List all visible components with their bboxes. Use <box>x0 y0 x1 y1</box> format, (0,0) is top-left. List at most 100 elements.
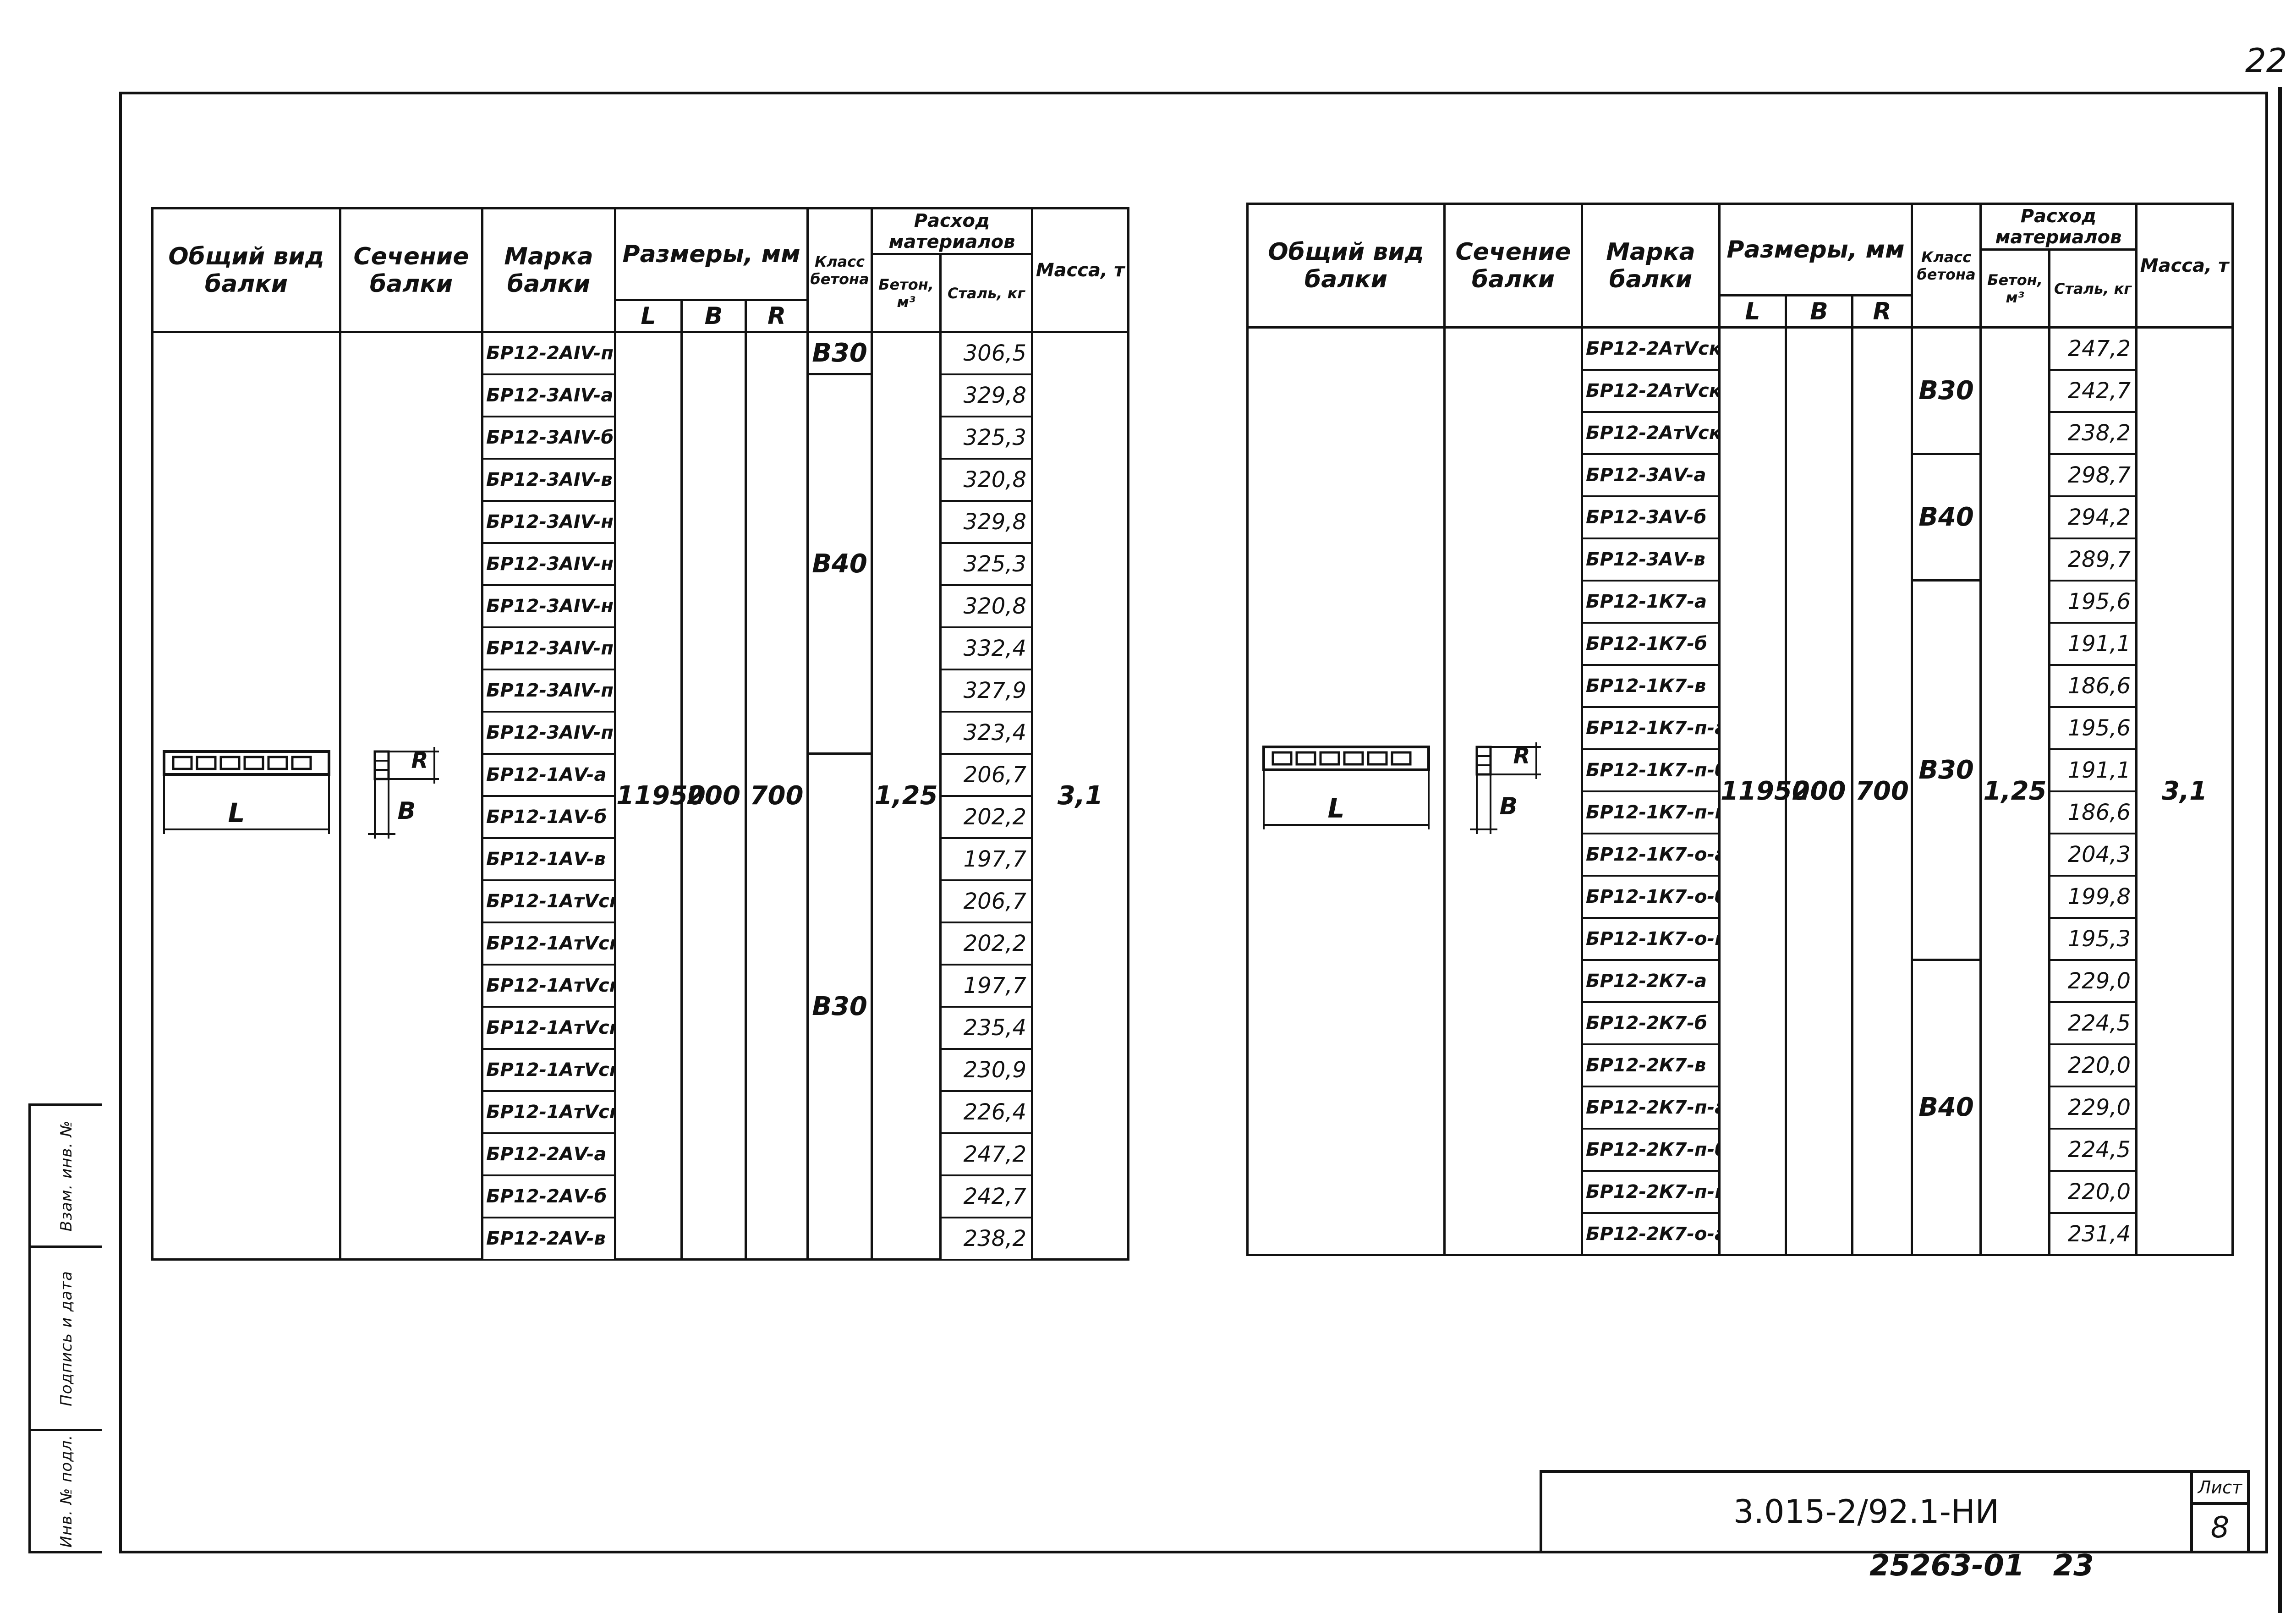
steel-cell: 231,4 <box>2048 1213 2138 1256</box>
mark-cell: БР12-3АV-а <box>1581 454 1721 497</box>
mark-cell: БР12-1АV-б <box>481 796 616 839</box>
concrete-class-cell: В40 <box>1911 453 1982 582</box>
steel-cell: 191,1 <box>2048 622 2138 666</box>
mark-cell: БР12-1К7-а <box>1581 580 1721 624</box>
table-row: БР12-3АIV-п-а332,4 <box>153 627 1129 670</box>
beam-general-view: L <box>159 742 334 850</box>
archive-page: 23 <box>2053 1549 2094 1583</box>
side-cell-signature: Подпись и дата <box>31 1248 102 1431</box>
archive-stamp: 25263-01 23 <box>1869 1549 2094 1583</box>
steel-cell: 289,7 <box>2048 538 2138 582</box>
height-value: 700 <box>1851 326 1913 1256</box>
mark-cell: БР12-3АIV-п-в <box>481 711 616 755</box>
length-value: 11950 <box>1718 326 1810 1256</box>
length-value: 11950 <box>614 331 706 1261</box>
mark-cell: БР12-1К7-п-б <box>1581 749 1721 792</box>
steel-cell: 191,1 <box>2048 749 2138 792</box>
beam-elevation-icon <box>162 750 330 834</box>
steel-cell: 230,9 <box>939 1048 1034 1092</box>
length-label: L <box>228 797 245 828</box>
width-value: 200 <box>1785 326 1853 1256</box>
steel-cell: 197,7 <box>939 964 1034 1008</box>
mark-cell: БР12-1К7-о-в <box>1581 917 1721 961</box>
concrete-class-cell: В40 <box>806 373 873 755</box>
steel-cell: 202,2 <box>939 796 1034 839</box>
width-label: B <box>397 797 416 825</box>
beam-section-icon <box>1469 742 1541 834</box>
steel-cell: 229,0 <box>2048 1086 2138 1130</box>
header-general-view: Общий вид балки <box>151 207 341 333</box>
steel-cell: 247,2 <box>939 1133 1034 1176</box>
steel-cell: 238,2 <box>939 1217 1034 1261</box>
header-mark: Марка балки <box>481 207 616 333</box>
mark-cell: БР12-3АIV-н-а <box>481 500 616 544</box>
side-stamp: Взам. инв. № Подпись и дата Инв. № подл. <box>28 1103 102 1553</box>
steel-cell: 199,8 <box>2048 875 2138 919</box>
steel-cell: 186,6 <box>2048 664 2138 708</box>
steel-cell: 323,4 <box>939 711 1034 755</box>
mark-cell: БР12-2АтVск-н-а <box>1581 327 1721 371</box>
mark-cell: БР12-1К7-п-в <box>1581 791 1721 834</box>
width-value: 200 <box>680 331 747 1261</box>
header-r: R <box>1851 294 1913 329</box>
header-dimensions: Размеры, мм <box>1718 203 1913 296</box>
title-block: 3.015-2/92.1-НИ Лист 8 <box>1540 1470 2250 1553</box>
corner-page-number: 22 <box>2245 41 2287 80</box>
mark-cell: БР12-1АтVск-н-в <box>481 964 616 1008</box>
width-label: B <box>1499 792 1518 820</box>
header-l: L <box>614 299 683 333</box>
beam-elevation-icon <box>1262 745 1430 829</box>
header-materials: Расход материалов <box>871 207 1034 255</box>
mark-cell: БР12-1К7-п-а <box>1581 707 1721 750</box>
steel-cell: 242,7 <box>939 1175 1034 1218</box>
steel-cell: 195,6 <box>2048 707 2138 750</box>
mark-cell: БР12-3АIV-в <box>481 458 616 502</box>
mark-cell: БР12-2АтVск-н-б <box>1581 369 1721 413</box>
header-section: Сечение балки <box>1443 203 1583 329</box>
table-row: LRBБР12-2АIV-п-в11950200700В301,25306,53… <box>151 331 1130 1261</box>
header-concrete-class: Класс бетона <box>1911 203 1982 329</box>
steel-cell: 220,0 <box>2048 1170 2138 1214</box>
side-cell-replacement: Взам. инв. № <box>31 1106 102 1248</box>
concrete-class-cell: В30 <box>1911 326 1982 455</box>
concrete-volume-value: 1,25 <box>1979 326 2051 1256</box>
table-row: БР12-1К7-в 186,6 <box>1248 664 2233 708</box>
header-dimensions: Размеры, мм <box>614 207 809 301</box>
side-label-signature: Подпись и дата <box>57 1270 76 1406</box>
steel-cell: 329,8 <box>939 500 1034 544</box>
header-l: L <box>1718 294 1787 329</box>
sheet-label: Лист <box>2193 1473 2247 1505</box>
mark-cell: БР12-1К7-о-б <box>1581 875 1721 919</box>
table-row: БР12-1К7-о-б 199,8 <box>1248 875 2233 919</box>
concrete-class-cell: В30 <box>1911 579 1982 961</box>
mark-cell: БР12-1К7-б <box>1581 622 1721 666</box>
table-row: БР12-1АтVск-н-а206,7 <box>153 880 1129 923</box>
mark-cell: БР12-3АIV-н-б <box>481 543 616 586</box>
sheet-number: 8 <box>2210 1511 2230 1545</box>
mark-cell: БР12-3АIV-б <box>481 416 616 460</box>
mark-cell: БР12-1АV-а <box>481 753 616 797</box>
steel-cell: 242,7 <box>2048 369 2138 413</box>
mark-cell: БР12-1АтVск-н-б <box>481 922 616 966</box>
steel-cell: 202,2 <box>939 922 1034 966</box>
mark-cell: БР12-1К7-в <box>1581 664 1721 708</box>
steel-cell: 332,4 <box>939 627 1034 670</box>
height-value: 700 <box>744 331 809 1261</box>
mark-cell: БР12-2АV-в <box>481 1217 616 1261</box>
header-mass: Масса, т <box>2135 203 2234 329</box>
steel-cell: 220,0 <box>2048 1044 2138 1087</box>
mark-cell: БР12-2АтVск-н-в <box>1581 411 1721 455</box>
